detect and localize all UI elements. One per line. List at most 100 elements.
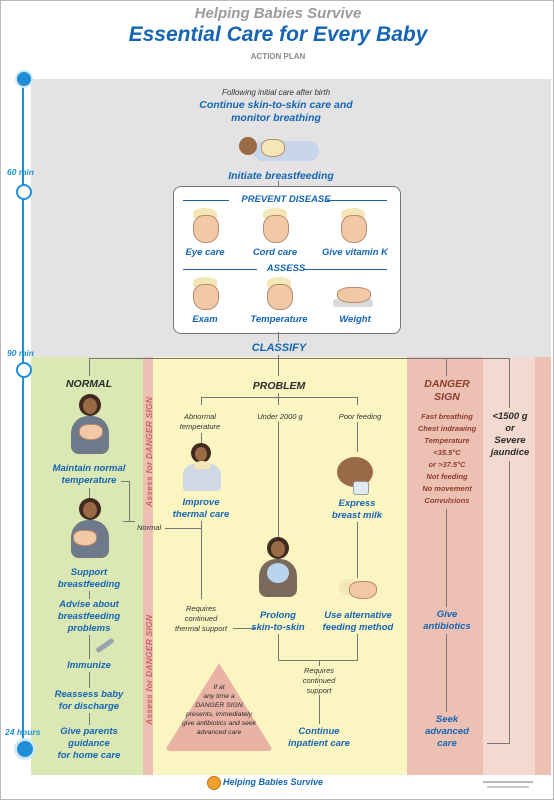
lowweight-3: Severe <box>494 435 526 446</box>
normal-return-v <box>129 481 130 521</box>
prevent-rule-right <box>327 200 387 201</box>
timeline-label-60: 60 min <box>7 167 34 177</box>
arrow-top-to-box <box>278 181 279 187</box>
requires-thermal-2: continued <box>184 614 218 623</box>
triangle-line-4: presents, immediately <box>185 711 253 718</box>
footer-logo-text: Helping Babies Survive <box>223 777 324 787</box>
danger-seek-2: advanced <box>425 726 469 737</box>
timeline-marker-90 <box>16 362 32 378</box>
normal-line-1 <box>89 488 90 498</box>
assess-rule-right <box>303 269 387 270</box>
danger-give-1: Give <box>436 609 458 620</box>
assess-item-temperature: Temperature <box>250 314 308 325</box>
vitamin-k-illustration <box>333 206 373 244</box>
problem-branch-mid <box>278 393 279 405</box>
danger-sign-3: Temperature <box>424 436 470 445</box>
danger-sign-7: No movement <box>422 484 472 493</box>
temperature-illustration <box>259 275 299 311</box>
assess-title: ASSESS <box>266 263 306 274</box>
express-1: Express <box>338 498 376 509</box>
exam-illustration <box>185 275 225 311</box>
prolong-2: skin-to-skin <box>251 622 305 633</box>
normal-title: NORMAL <box>65 378 113 390</box>
normal-line-2 <box>89 591 90 599</box>
cup-feeding-illustration <box>335 575 379 601</box>
problem-col2-label: Under 2000 g <box>257 412 303 421</box>
lowweight-branch <box>509 358 510 408</box>
prevent-rule-left <box>183 200 229 201</box>
prolong-down <box>278 634 279 660</box>
normal-maintain-1: Maintain normal <box>52 463 126 474</box>
assess-danger-label-bottom: Assess for DANGER SIGN <box>144 614 154 725</box>
timeline-label-90: 90 min <box>7 348 34 358</box>
weight-illustration <box>331 285 375 309</box>
requires-thermal-3: thermal support <box>174 624 228 633</box>
danger-sign-5: or >37.5°C <box>428 460 466 469</box>
arrow-box-to-classify <box>278 332 279 342</box>
danger-line-1 <box>446 509 447 607</box>
col1-line-3 <box>201 531 202 599</box>
classify-label: CLASSIFY <box>251 342 307 354</box>
assess-strip <box>143 357 153 775</box>
join-horizontal <box>278 660 358 661</box>
prevent-item-cord-care: Cord care <box>252 247 298 258</box>
normal-support-1: Support <box>70 567 108 578</box>
normal-reassess-1: Reassess baby <box>54 689 124 700</box>
prevent-item-vitamin-k: Give vitamin K <box>322 247 388 258</box>
lowweight-2: or <box>505 423 515 434</box>
requires-support-3: support <box>287 686 351 695</box>
normal-support-2: breastfeeding <box>57 579 121 590</box>
danger-sign-1: Fast breathing <box>421 412 473 421</box>
danger-sign-6: Not feeding <box>426 472 468 481</box>
normal-line-4 <box>89 672 90 688</box>
assess-item-weight: Weight <box>339 314 371 325</box>
footer-fineprint-2 <box>487 786 529 788</box>
problem-col3-label: Poor feeding <box>338 412 382 421</box>
danger-sign-8: Convulsions <box>424 496 470 505</box>
normal-advise-1: Advise about <box>59 599 119 610</box>
lowweight-to-seek <box>487 743 510 744</box>
alt-feeding-1: Use alternative <box>324 610 392 621</box>
problem-title: PROBLEM <box>252 380 306 392</box>
alt-feeding-2: feeding method <box>322 622 394 633</box>
thermal-care-illustration <box>181 443 223 493</box>
normal-line-3 <box>89 635 90 659</box>
normal-guidance-2: guidance <box>68 738 110 749</box>
danger-line-2 <box>446 634 447 712</box>
timeline-label-24h: 24 hours <box>5 727 41 737</box>
triangle-line-3: DANGER SIGN <box>195 702 243 709</box>
timeline-marker-60 <box>16 184 32 200</box>
express-2: breast milk <box>331 510 383 521</box>
triangle-line-5: give antibiotics and seek <box>181 720 257 727</box>
lowweight-1: <1500 g <box>492 411 528 422</box>
skin-to-skin-line1: Continue skin-to-skin care and <box>199 99 353 111</box>
cord-care-illustration <box>255 206 295 244</box>
continue-2: inpatient care <box>288 738 350 749</box>
triangle-line-6: advanced care <box>196 729 242 736</box>
improve-thermal-1: Improve <box>182 497 220 508</box>
problem-col1-label-1: Abnormal <box>183 412 217 421</box>
normal-immunize: Immunize <box>67 660 111 671</box>
problem-col1-label-2: temperature <box>179 422 221 431</box>
branch-to-danger <box>446 358 447 376</box>
branch-to-normal <box>89 358 90 376</box>
normal-reassess-2: for discharge <box>58 701 120 712</box>
lowweight-down <box>509 461 510 743</box>
normal-mother-illustration <box>67 394 113 458</box>
requires-support-2: continued <box>287 676 351 685</box>
improve-thermal-2: thermal care <box>172 509 230 520</box>
header-kicker: Helping Babies Survive <box>194 5 362 22</box>
eye-care-illustration <box>185 206 225 244</box>
prolong-mother-illustration <box>255 537 301 601</box>
normal-guidance-1: Give parents <box>60 726 118 737</box>
lowweight-4: jaundice <box>490 447 530 458</box>
problem-branch-right <box>357 397 358 405</box>
danger-title-2: SIGN <box>434 391 460 403</box>
normal-advise-2: breastfeeding <box>57 611 121 622</box>
col3-line-2 <box>357 522 358 578</box>
normal-maintain-2: temperature <box>61 475 117 486</box>
prevent-item-eye-care: Eye care <box>185 247 225 258</box>
assess-danger-label-top: Assess for DANGER SIGN <box>144 396 154 507</box>
prolong-1: Prolong <box>260 610 296 621</box>
danger-give-2: antibiotics <box>423 621 471 632</box>
